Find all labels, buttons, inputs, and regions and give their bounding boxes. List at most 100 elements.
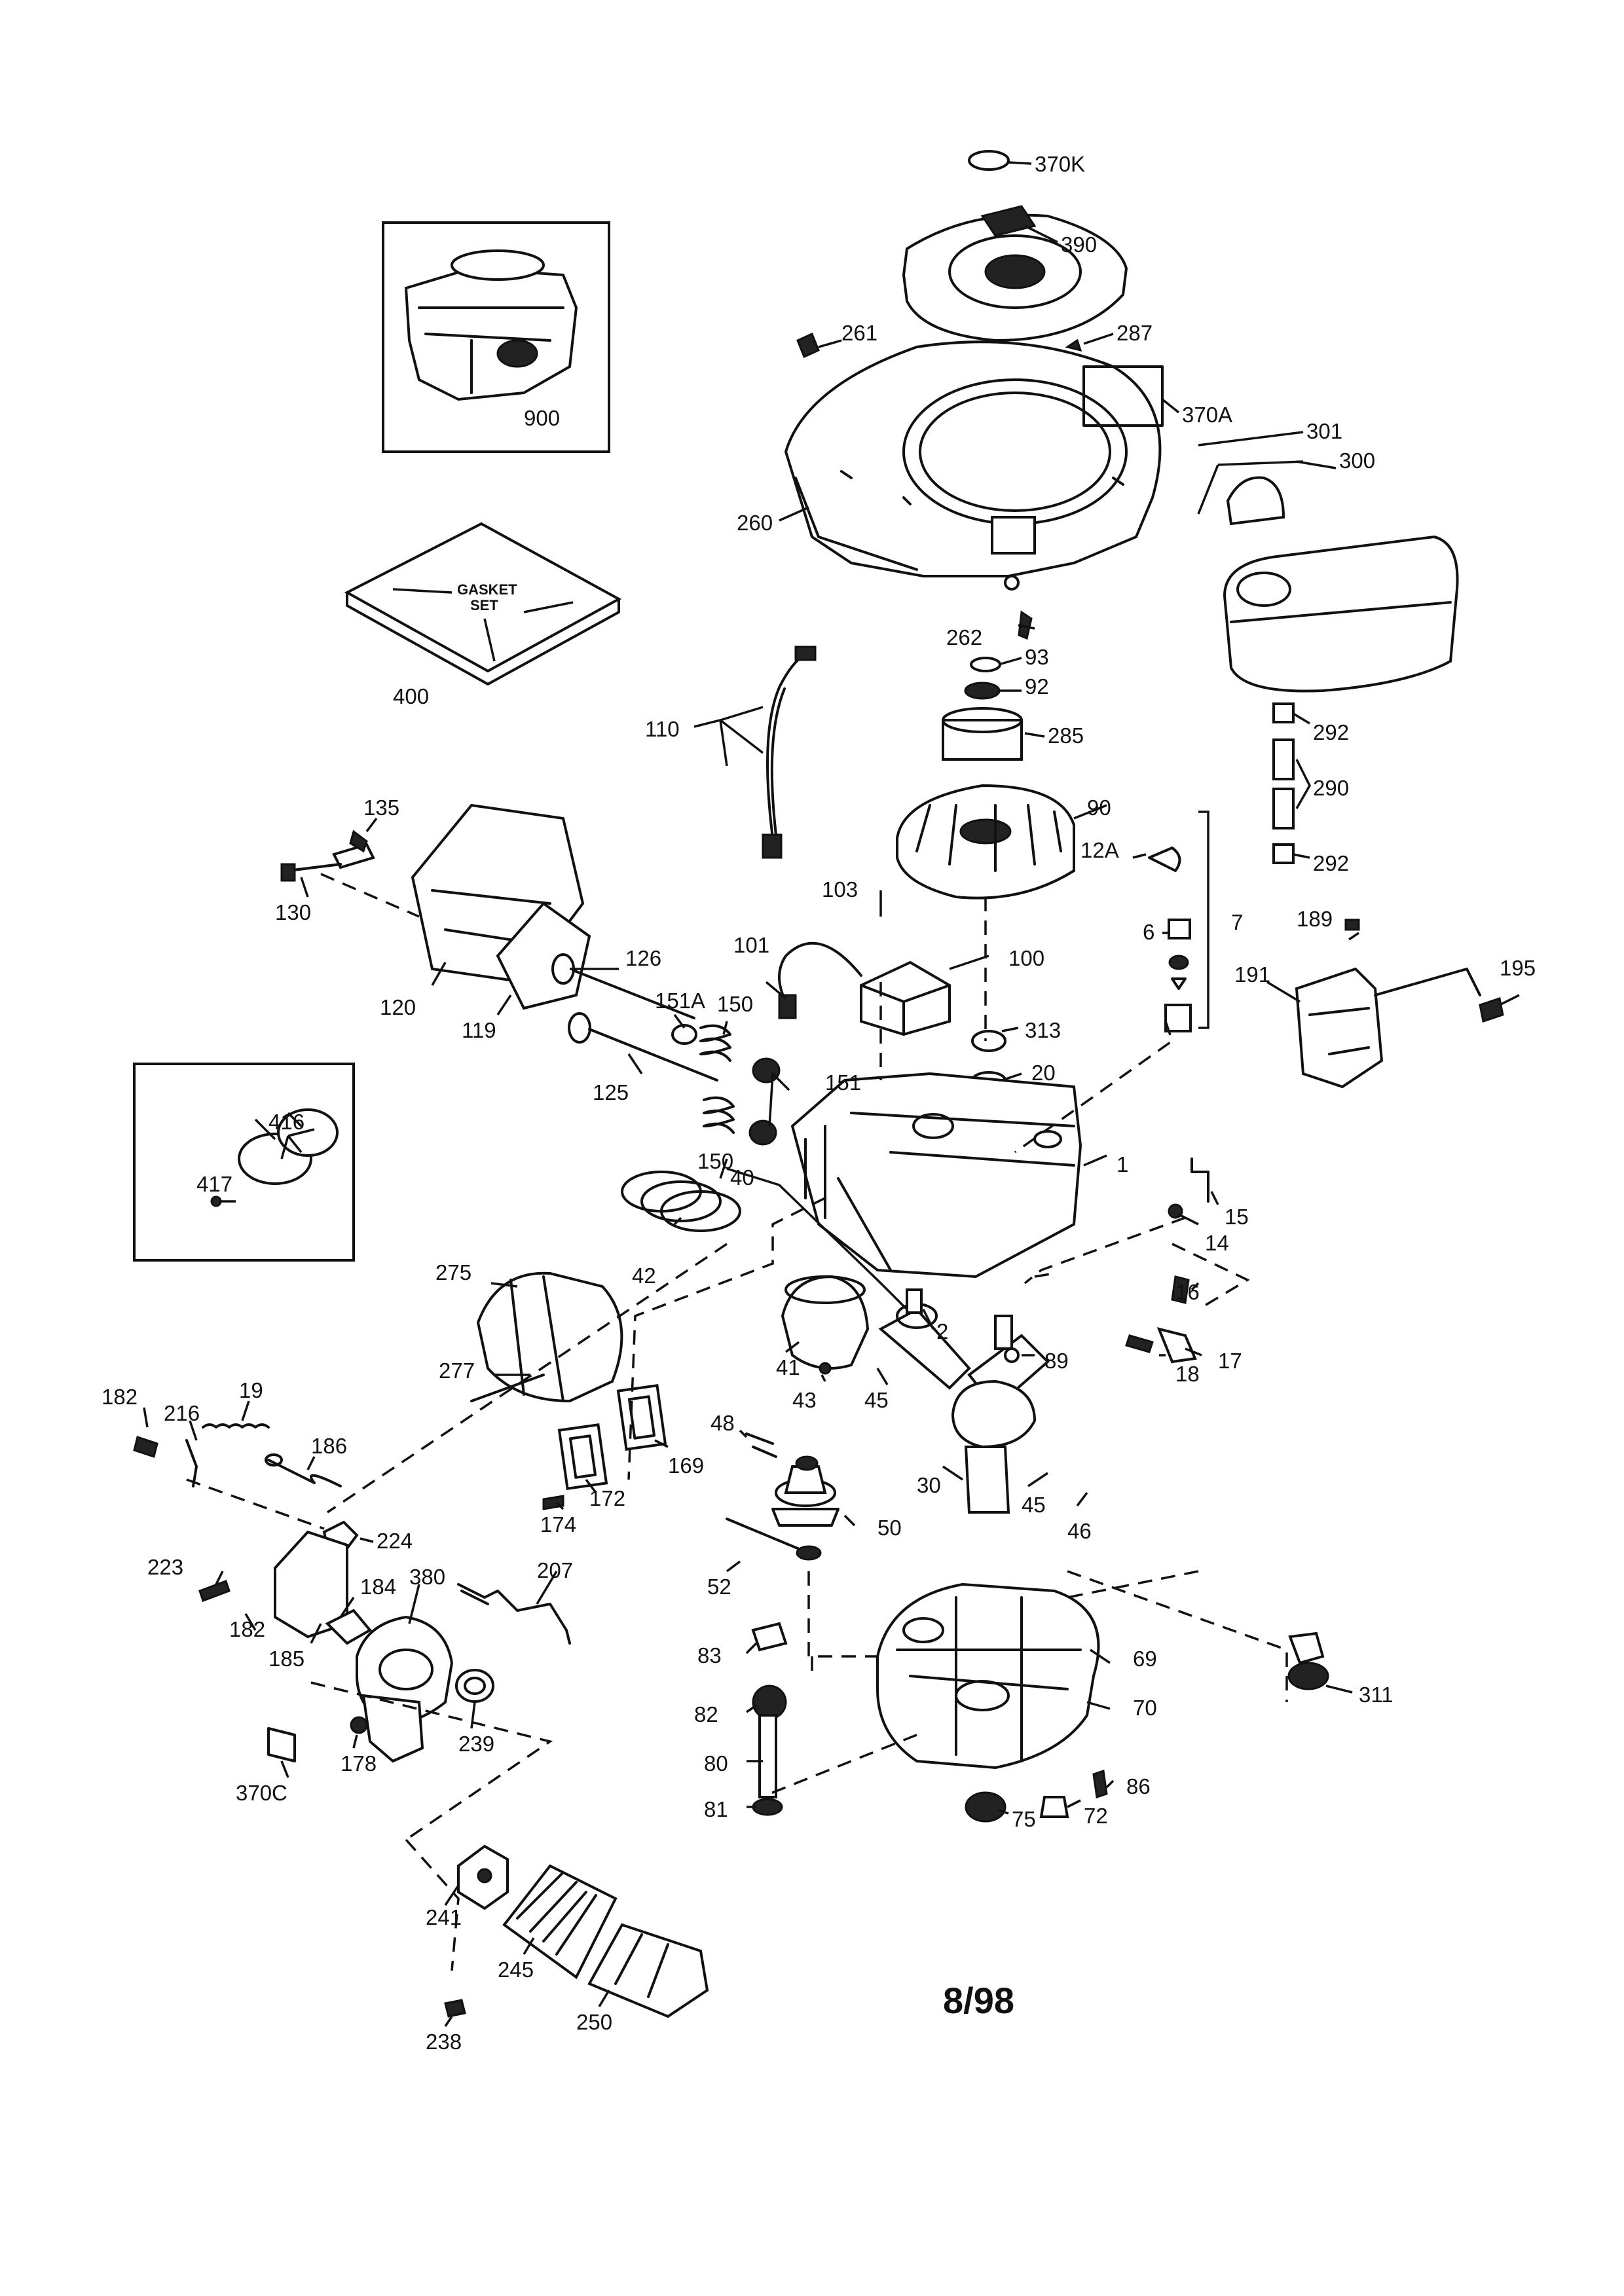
crankcase-block: [790, 1072, 1082, 1279]
throttle-linkage: [133, 1423, 359, 1602]
label-400: 400: [393, 684, 429, 708]
label-287: 287: [1116, 321, 1153, 345]
label-416: 416: [268, 1110, 304, 1134]
label-92: 92: [1025, 674, 1049, 699]
label-119: 119: [462, 1018, 496, 1042]
label-292-bottom: 292: [1313, 851, 1349, 875]
label-89: 89: [1044, 1349, 1069, 1373]
label-262: 262: [946, 625, 982, 649]
carburetor: [267, 1530, 494, 1763]
label-238: 238: [426, 2030, 462, 2054]
label-110: 110: [645, 717, 680, 741]
label-151A: 151A: [655, 989, 705, 1013]
label-285: 285: [1048, 723, 1084, 748]
label-380: 380: [409, 1565, 445, 1589]
label-301: 301: [1306, 419, 1342, 443]
label-292-top: 292: [1313, 720, 1349, 744]
label-130: 130: [275, 900, 311, 924]
label-239: 239: [458, 1732, 494, 1756]
label-150-bottom: 150: [697, 1149, 733, 1173]
valve-springs: [699, 1024, 781, 1146]
ignition-coil: [778, 941, 951, 1036]
label-30: 30: [917, 1473, 941, 1497]
label-48: 48: [710, 1411, 735, 1435]
label-174: 174: [540, 1512, 576, 1537]
label-90: 90: [1087, 795, 1111, 820]
muffler: [470, 1271, 623, 1403]
label-182-top: 182: [101, 1385, 138, 1409]
label-126: 126: [625, 946, 661, 970]
label-1: 1: [1116, 1152, 1128, 1176]
recoil-starter: [902, 150, 1128, 342]
label-120: 120: [380, 995, 416, 1019]
governor-small-parts: [906, 1157, 1209, 1364]
label-261: 261: [841, 321, 877, 345]
fuel-line: [1272, 702, 1295, 864]
part-labels: 370K 390 261 287 370A 900 301 300 260 40…: [101, 152, 1536, 2054]
label-245: 245: [498, 1958, 534, 1982]
label-7: 7: [1231, 910, 1243, 934]
label-12A: 12A: [1080, 838, 1119, 862]
label-178: 178: [341, 1751, 377, 1776]
leader-lines: [143, 161, 1520, 2027]
label-191: 191: [1234, 962, 1270, 987]
label-186: 186: [311, 1434, 347, 1458]
label-93: 93: [1025, 645, 1049, 669]
label-370K: 370K: [1035, 152, 1085, 176]
governor-gear: [726, 1432, 840, 1561]
label-52: 52: [707, 1575, 731, 1599]
air-filter: [444, 1844, 709, 2018]
label-150-top: 150: [717, 992, 753, 1016]
label-42: 42: [632, 1264, 656, 1288]
blower-housing: [784, 340, 1162, 591]
label-125: 125: [593, 1080, 629, 1104]
piston-rings: [621, 1171, 741, 1232]
label-151: 151: [825, 1070, 861, 1095]
revision-date: 8/98: [943, 1980, 1014, 2021]
ignition-wire: [762, 646, 817, 859]
oil-seal-drain: [965, 1770, 1108, 1823]
label-182-bottom: 182: [229, 1617, 265, 1641]
crankcase-cover: [876, 1582, 1100, 1770]
label-311: 311: [1359, 1683, 1393, 1707]
dashed-assembly-lines: [186, 873, 1288, 1971]
label-70: 70: [1133, 1696, 1157, 1720]
flywheel-group: [896, 657, 1075, 900]
valves: [551, 953, 718, 1082]
label-216: 216: [164, 1401, 200, 1425]
label-75: 75: [1012, 1807, 1036, 1831]
label-290: 290: [1313, 776, 1349, 800]
label-390: 390: [1061, 232, 1097, 257]
label-80: 80: [704, 1751, 728, 1776]
label-207: 207: [537, 1558, 573, 1582]
label-224: 224: [377, 1529, 413, 1553]
decal-inset: [133, 1063, 355, 1262]
label-46: 46: [1067, 1519, 1092, 1543]
fuel-tank: [1223, 476, 1459, 693]
label-370A: 370A: [1182, 403, 1232, 427]
governor-spring: [457, 1583, 571, 1645]
label-260: 260: [737, 511, 773, 535]
label-172: 172: [589, 1486, 625, 1510]
engine-assembly-inset: [382, 221, 610, 453]
label-20: 20: [1031, 1061, 1056, 1085]
label-15: 15: [1225, 1205, 1249, 1229]
label-86: 86: [1126, 1774, 1151, 1798]
camshaft: [751, 1622, 788, 1816]
label-275: 275: [435, 1260, 471, 1285]
gasket-set-text-2: SET: [470, 597, 498, 613]
piston-and-rod: [781, 1275, 971, 1390]
label-50: 50: [877, 1516, 902, 1540]
label-277: 277: [439, 1358, 475, 1383]
label-313: 313: [1025, 1018, 1061, 1042]
label-300: 300: [1339, 448, 1375, 473]
label-81: 81: [704, 1797, 728, 1821]
oil-fill-plug: [1287, 1631, 1329, 1690]
label-241: 241: [426, 1905, 462, 1929]
label-223: 223: [147, 1555, 183, 1579]
label-41: 41: [776, 1355, 800, 1379]
label-82: 82: [694, 1702, 718, 1726]
parts-6-7: [1148, 811, 1209, 1032]
label-370C: 370C: [236, 1781, 287, 1805]
